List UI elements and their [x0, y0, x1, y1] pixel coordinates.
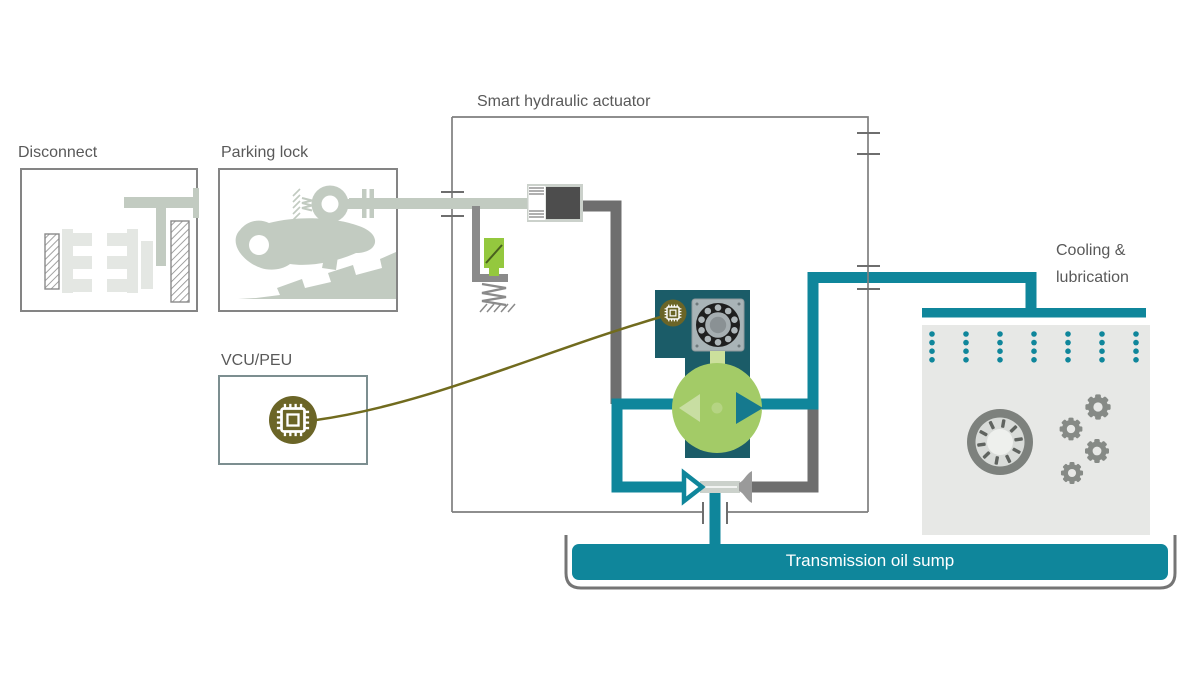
- spring-valve-icon: [472, 206, 516, 313]
- vcu-peu-label: VCU/PEU: [221, 352, 293, 369]
- oil-lines: [611, 272, 1146, 556]
- oil-pan-icon: [564, 535, 1177, 590]
- piston-cylinder-icon: [349, 184, 583, 222]
- cylinder-line: [582, 200, 819, 493]
- cooling-label: Cooling & lubrication: [1056, 237, 1129, 291]
- flow-arrow-left: [679, 394, 700, 422]
- break-marks: [441, 132, 880, 524]
- flow-arrow-right: [736, 392, 763, 424]
- motor-bearing-icon: [691, 298, 745, 352]
- motor-chip-icon: [659, 299, 687, 327]
- sump-bar: [572, 544, 1168, 580]
- cooling-label-line2: lubrication: [1056, 269, 1129, 286]
- spring-icon: [481, 282, 507, 307]
- motor-pump-unit: [655, 290, 763, 458]
- cooling-label-line1: Cooling &: [1056, 242, 1126, 259]
- actuator-border: [441, 116, 880, 524]
- oil-droplets: [929, 331, 1139, 363]
- gear-icon: [1060, 461, 1084, 485]
- gears-icon: [1059, 394, 1111, 485]
- gear-icon: [1085, 394, 1111, 420]
- bearing-balls: [698, 304, 738, 346]
- ground-hatch: [479, 303, 516, 313]
- clutch-icon: [44, 188, 199, 303]
- disconnect-label: Disconnect: [18, 144, 98, 161]
- control-wire: [315, 314, 665, 422]
- spray-bar: [922, 308, 1146, 318]
- bearing-rollers: [977, 419, 1023, 465]
- gear-icon: [1085, 439, 1109, 463]
- gear-icon: [1059, 417, 1083, 441]
- vcu-chip-icon: [269, 396, 317, 444]
- actuator-rod: [349, 198, 530, 209]
- check-valve-icon: [681, 468, 752, 506]
- pawl-ratchet-icon: [235, 185, 396, 299]
- bearing-icon: [967, 409, 1033, 475]
- actuator-title: Smart hydraulic actuator: [477, 93, 651, 110]
- sump-label: Transmission oil sump: [785, 551, 955, 570]
- parking-lock-label: Parking lock: [221, 144, 309, 161]
- reversible-pump-icon: [672, 363, 763, 453]
